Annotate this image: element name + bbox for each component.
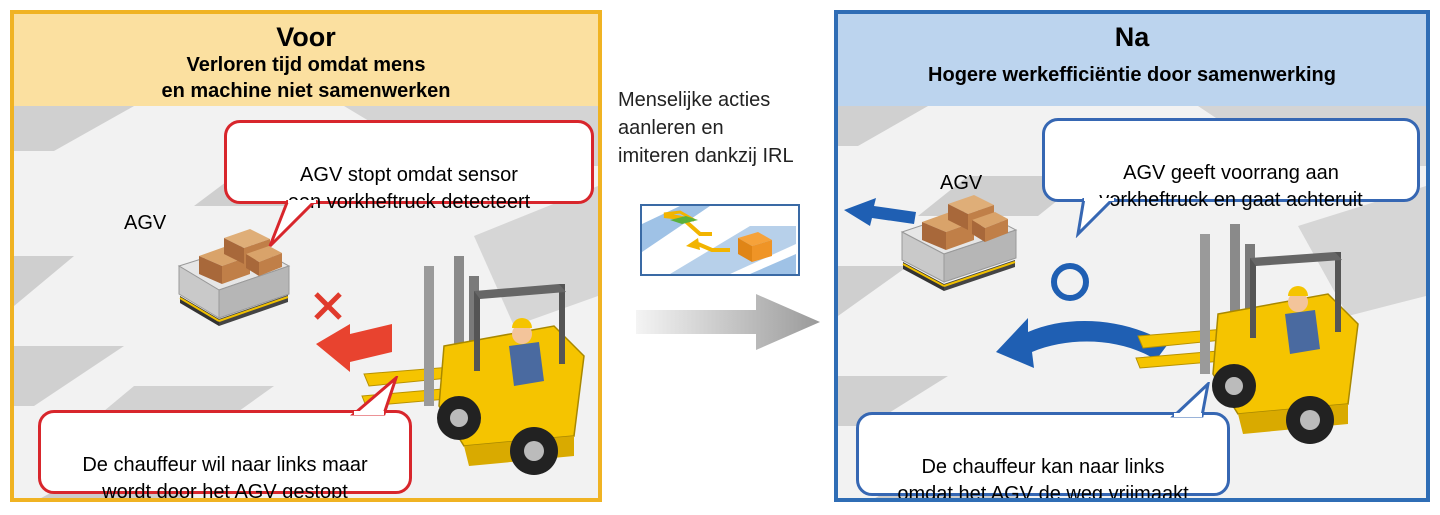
learning-path-icon — [640, 204, 800, 276]
bubble-tail — [268, 200, 319, 248]
agv-label: AGV — [124, 212, 167, 234]
path-arrow-icon — [996, 318, 1168, 368]
panel-subtitle: Hogere werkefficiëntie door samenwerking — [928, 64, 1336, 86]
bubble-text: De chauffeur kan naar links omdat het AG… — [897, 456, 1189, 502]
forklift-illustration — [1135, 224, 1359, 444]
panel-header: Na Hogere werkefficiëntie door samenwerk… — [838, 14, 1426, 107]
agv-label: AGV — [940, 172, 983, 194]
panel-subtitle: Verloren tijd omdat mens en machine niet… — [161, 54, 451, 102]
bubble-text: AGV stopt omdat sensor een vorkheftruck … — [288, 164, 531, 213]
driver-clear-bubble: De chauffeur kan naar links omdat het AG… — [856, 412, 1230, 498]
forklift-illustration — [361, 256, 585, 475]
scene-before: AGV stopt omdat sensor een vorkheftruck … — [14, 106, 598, 498]
bubble-text: AGV geeft voorrang aan vorkheftruck en g… — [1099, 162, 1363, 211]
panel-header: Voor Verloren tijd omdat mens en machine… — [14, 14, 598, 107]
scene-after: AGV geeft voorrang aan vorkheftruck en g… — [838, 106, 1426, 498]
bubble-text: De chauffeur wil naar links maar wordt d… — [82, 454, 368, 502]
agv-vehicle — [900, 195, 1018, 291]
cross-icon — [314, 292, 342, 320]
driver-blocked-bubble: De chauffeur wil naar links maar wordt d… — [38, 410, 412, 498]
right-arrow-icon — [636, 294, 820, 350]
reverse-arrow-icon — [844, 198, 916, 226]
sensor-stop-bubble: AGV stopt omdat sensor een vorkheftruck … — [224, 120, 594, 213]
panel-before: Voor Verloren tijd omdat mens en machine… — [10, 10, 602, 502]
bubble-tail — [349, 376, 399, 416]
middle-caption: Menselijke acties aanleren en imiteren d… — [618, 89, 794, 167]
bubble-tail — [1075, 198, 1117, 238]
agv-yield-bubble: AGV geeft voorrang aan vorkheftruck en g… — [1042, 118, 1420, 211]
panel-after: Na Hogere werkefficiëntie door samenwerk… — [834, 10, 1430, 502]
panel-title: Voor — [276, 22, 336, 52]
circle-ok-icon — [1051, 263, 1089, 301]
bubble-tail — [1170, 382, 1210, 418]
agv-vehicle — [177, 229, 291, 326]
panel-title: Na — [1114, 22, 1150, 52]
blocked-arrow-icon — [316, 324, 392, 372]
